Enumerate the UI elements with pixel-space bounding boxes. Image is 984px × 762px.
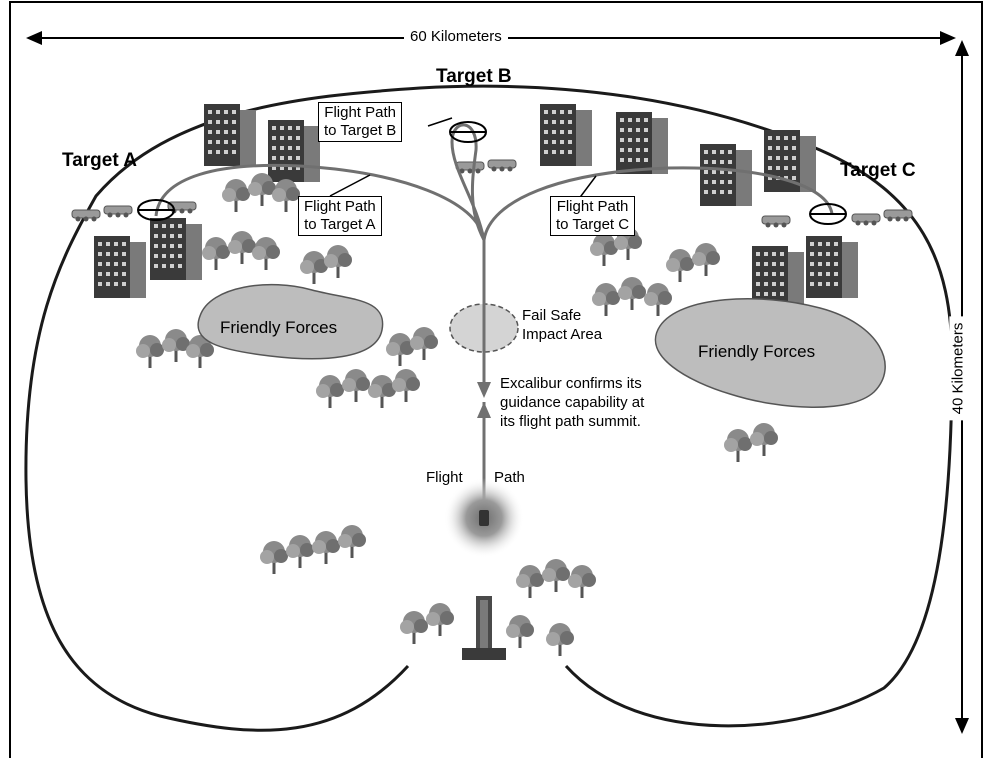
height-arrow-bottom-icon: [955, 718, 969, 734]
height-dimension-label: 40 Kilometers: [949, 316, 967, 421]
friendly-forces-right-area: [654, 298, 886, 408]
frame-border: [9, 1, 983, 758]
fail-safe-line-1: Fail Safe: [522, 307, 582, 324]
city-target-b-buildings: [540, 104, 668, 174]
callout-line-2: to Target A: [304, 216, 376, 233]
flight-path-down-arrow-icon: [477, 382, 491, 398]
target-c-label: Target C: [840, 160, 916, 181]
flight-label-right: Path: [494, 469, 525, 486]
summit-annotation: Excalibur confirms its guidance capabili…: [500, 374, 644, 431]
flight-label-left: Flight: [426, 469, 463, 486]
friendly-forces-left-area: [197, 283, 384, 360]
howitzer-launcher: [462, 596, 506, 660]
target-a-label: Target A: [62, 150, 137, 171]
callout-line-2: to Target C: [556, 216, 630, 233]
callout-line-1: Flight Path: [304, 198, 376, 215]
flight-path-target-b-callout: Flight Path to Target B: [318, 102, 403, 142]
flight-path-target-c-callout: Flight Path to Target C: [550, 196, 636, 236]
flight-paths: [154, 123, 834, 522]
summit-line-2: guidance capability at: [500, 394, 645, 411]
callout-line-1: Flight Path: [556, 198, 629, 215]
summit-line-3: its flight path summit.: [500, 413, 641, 430]
target-rings: [137, 121, 847, 225]
width-arrow-left-icon: [26, 31, 42, 45]
callout-line-2: to Target B: [324, 122, 397, 139]
width-arrow-right-icon: [940, 31, 956, 45]
projectile-icon: [479, 510, 489, 526]
tree-groves: [136, 173, 778, 656]
width-dimension-label: 60 Kilometers: [404, 28, 508, 45]
fail-safe-line-2: Impact Area: [522, 326, 603, 343]
target-b-label: Target B: [436, 66, 512, 87]
fail-safe-label: Fail Safe Impact Area: [522, 306, 602, 344]
footprint-boundary: [24, 84, 954, 732]
flight-path-target-a-callout: Flight Path to Target A: [298, 196, 382, 236]
summit-line-1: Excalibur confirms its: [500, 375, 642, 392]
flight-path-up-arrow-icon: [477, 402, 491, 418]
friendly-forces-left-label: Friendly Forces: [220, 318, 338, 337]
callout-line-1: Flight Path: [324, 104, 396, 121]
height-arrow-top-icon: [955, 40, 969, 56]
friendly-forces-right-label: Friendly Forces: [698, 342, 816, 361]
